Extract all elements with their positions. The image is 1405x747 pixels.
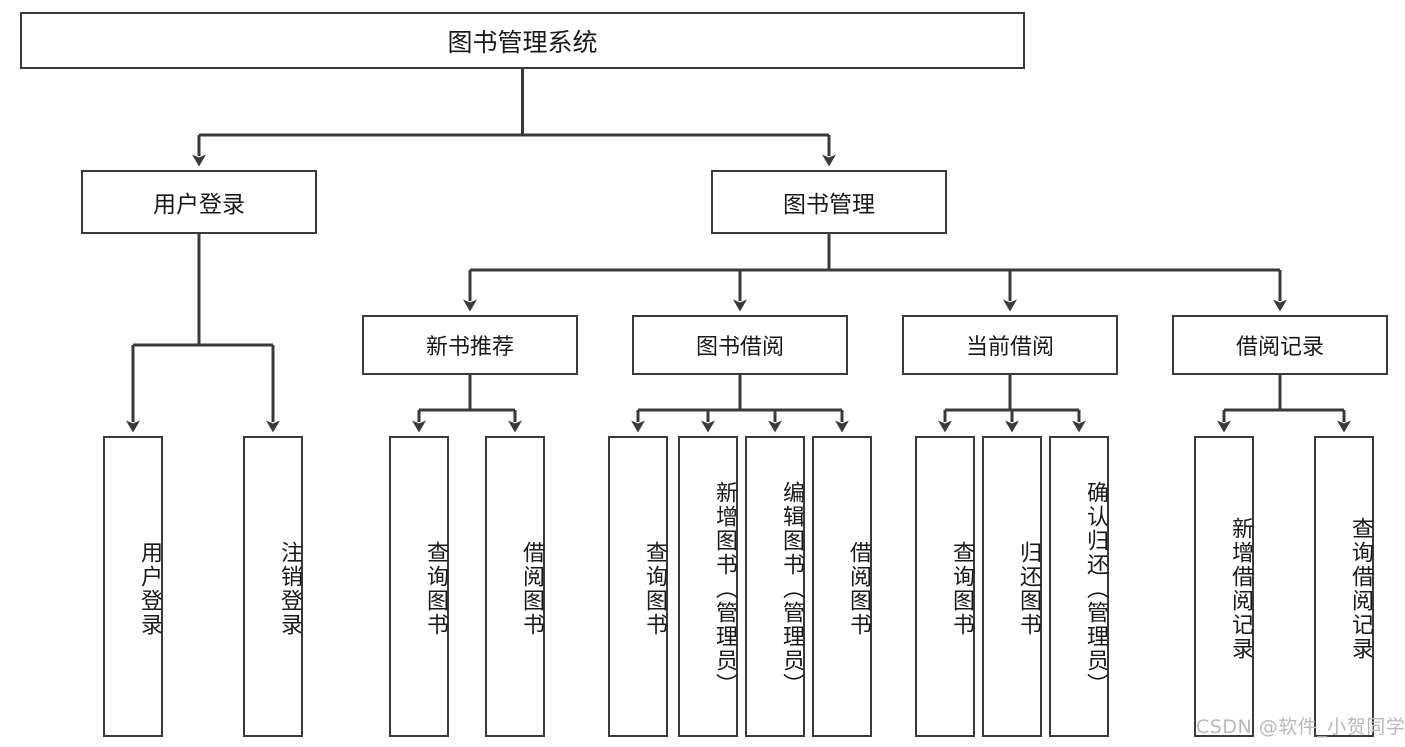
node-book-manage: 图书管理: [711, 170, 947, 234]
node-leaf-user-login: 用户登录: [103, 436, 163, 737]
node-label: 当前借阅: [965, 335, 1054, 360]
node-label: 图书借阅: [695, 335, 784, 360]
node-book-borrow: 图书借阅: [632, 315, 848, 375]
node-label: 新书推荐: [425, 335, 514, 360]
node-label: 借阅图书: [846, 540, 871, 637]
node-label: 用户登录: [137, 540, 162, 637]
node-leaf-query-borrow-record: 查询借阅记录: [1314, 436, 1374, 737]
node-leaf-add-borrow-record: 新增借阅记录: [1194, 436, 1254, 737]
node-label: 借阅记录: [1235, 335, 1324, 360]
node-leaf-edit-book-admin: 编辑图书（管理员）: [745, 436, 805, 737]
node-leaf-confirm-return-admin: 确认归还（管理员）: [1049, 436, 1109, 737]
node-label: 注销登录: [277, 540, 302, 637]
node-label: 查询图书: [642, 540, 667, 637]
node-leaf-query-book-3: 查询图书: [915, 436, 975, 737]
node-new-book-recommend: 新书推荐: [362, 315, 578, 375]
node-label: 查询图书: [423, 540, 448, 637]
node-label: 查询借阅记录: [1348, 516, 1373, 661]
node-borrow-record: 借阅记录: [1172, 315, 1388, 375]
node-leaf-query-book-1: 查询图书: [389, 436, 449, 737]
node-label: 查询图书: [949, 540, 974, 637]
node-label: 归还图书: [1016, 540, 1041, 637]
node-leaf-return-book: 归还图书: [982, 436, 1042, 737]
node-leaf-add-book-admin: 新增图书（管理员）: [678, 436, 738, 737]
node-user-login: 用户登录: [81, 170, 317, 234]
node-label: 编辑图书（管理员）: [779, 480, 804, 697]
node-leaf-borrow-book-1: 借阅图书: [485, 436, 545, 737]
node-label: 确认归还（管理员）: [1083, 480, 1108, 697]
csdn-watermark: CSDN @软件_小贺同学: [1196, 716, 1405, 738]
node-label: 用户登录: [153, 192, 245, 218]
node-root: 图书管理系统: [20, 12, 1025, 69]
node-label: 图书管理系统: [447, 27, 598, 57]
node-label: 图书管理: [783, 192, 875, 218]
node-current-borrow: 当前借阅: [902, 315, 1118, 375]
node-leaf-query-book-2: 查询图书: [608, 436, 668, 737]
node-label: 借阅图书: [519, 540, 544, 637]
node-leaf-logout-login: 注销登录: [243, 436, 303, 737]
node-label: 新增借阅记录: [1228, 516, 1253, 661]
node-label: 新增图书（管理员）: [712, 480, 737, 697]
node-leaf-borrow-book-2: 借阅图书: [812, 436, 872, 737]
